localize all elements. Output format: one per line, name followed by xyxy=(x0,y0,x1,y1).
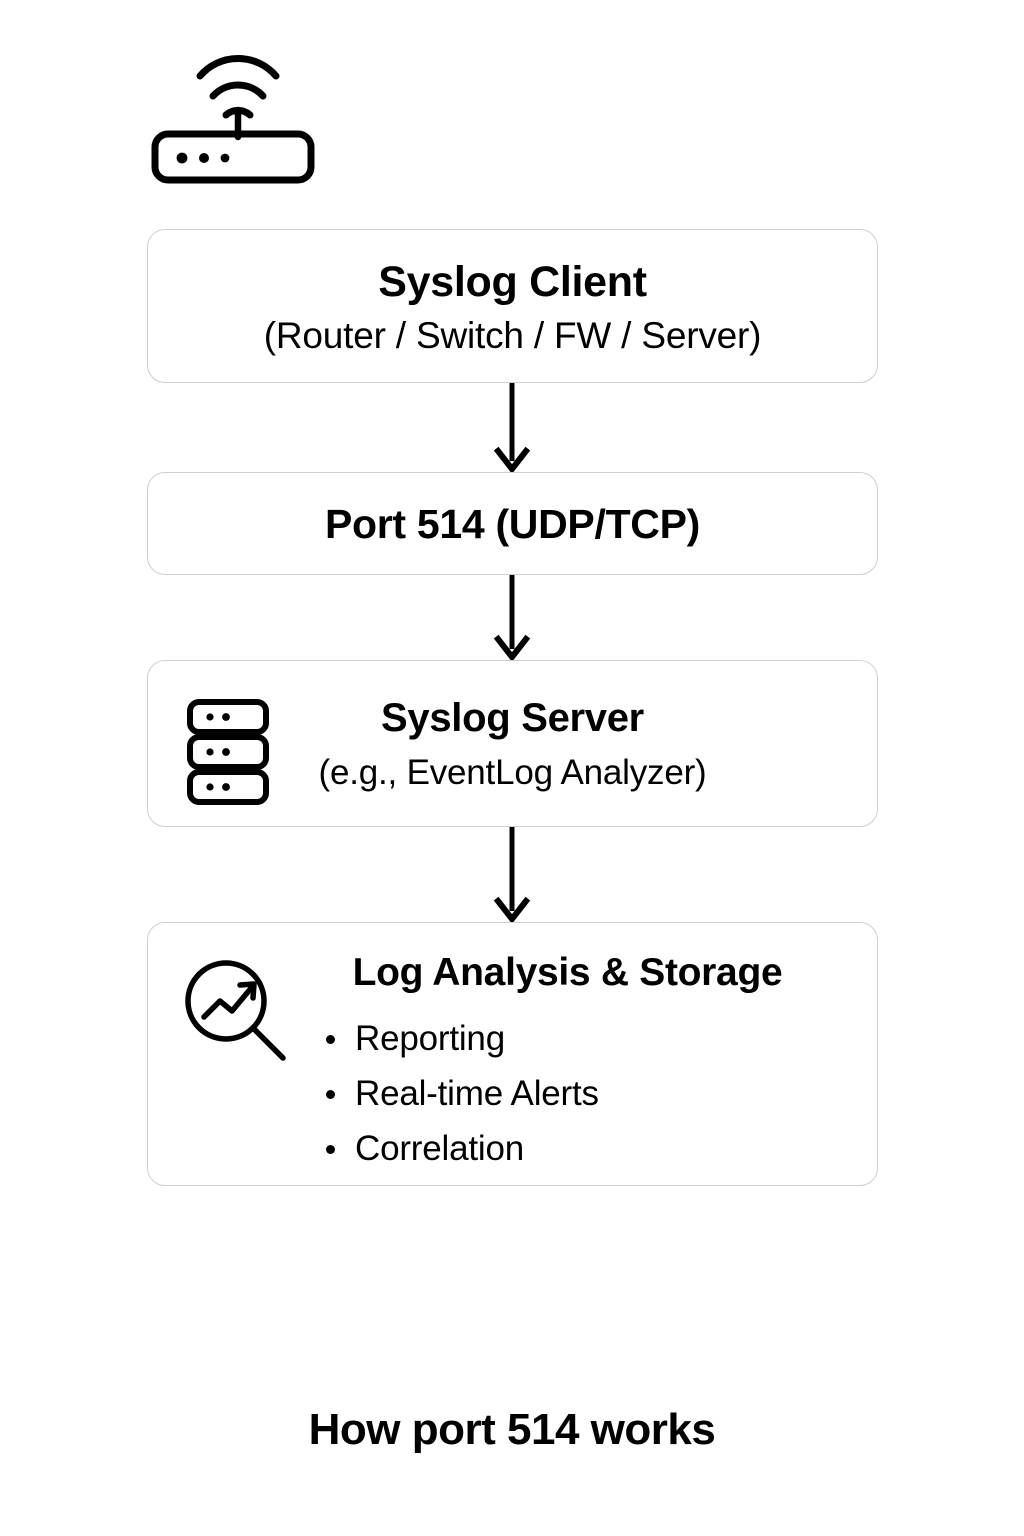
node-title: Syslog Server xyxy=(381,696,644,740)
node-title: Syslog Client xyxy=(378,258,647,306)
node-subtitle: (Router / Switch / FW / Server) xyxy=(263,315,762,356)
feature-list: Reporting Real-time Alerts Correlation xyxy=(326,1011,599,1176)
magnifier-trend-icon xyxy=(180,955,290,1065)
node-log-analysis-storage[interactable]: Log Analysis & Storage Reporting Real-ti… xyxy=(147,922,878,1186)
list-item-label: Real-time Alerts xyxy=(355,1074,599,1113)
down-arrow-icon xyxy=(492,827,532,924)
node-port-514[interactable]: Port 514 (UDP/TCP) xyxy=(147,472,878,575)
bullet-dot-icon xyxy=(326,1090,335,1099)
list-item: Correlation xyxy=(326,1121,599,1176)
node-syslog-server[interactable]: Syslog Server (e.g., EventLog Analyzer) xyxy=(147,660,878,827)
node-subtitle: (e.g., EventLog Analyzer) xyxy=(318,753,707,792)
list-item: Real-time Alerts xyxy=(326,1066,599,1121)
down-arrow-icon xyxy=(492,383,532,474)
server-rack-icon xyxy=(186,699,270,805)
list-item-label: Reporting xyxy=(355,1019,505,1058)
bullet-dot-icon xyxy=(326,1035,335,1044)
node-title: Port 514 (UDP/TCP) xyxy=(324,501,701,547)
list-item: Reporting xyxy=(326,1011,599,1066)
node-syslog-client[interactable]: Syslog Client (Router / Switch / FW / Se… xyxy=(147,229,878,383)
list-item-label: Correlation xyxy=(355,1129,524,1168)
node-title: Log Analysis & Storage xyxy=(352,951,783,994)
bullet-dot-icon xyxy=(326,1145,335,1154)
diagram-caption: How port 514 works xyxy=(308,1405,716,1454)
wifi-router-icon xyxy=(148,48,328,188)
down-arrow-icon xyxy=(492,575,532,662)
